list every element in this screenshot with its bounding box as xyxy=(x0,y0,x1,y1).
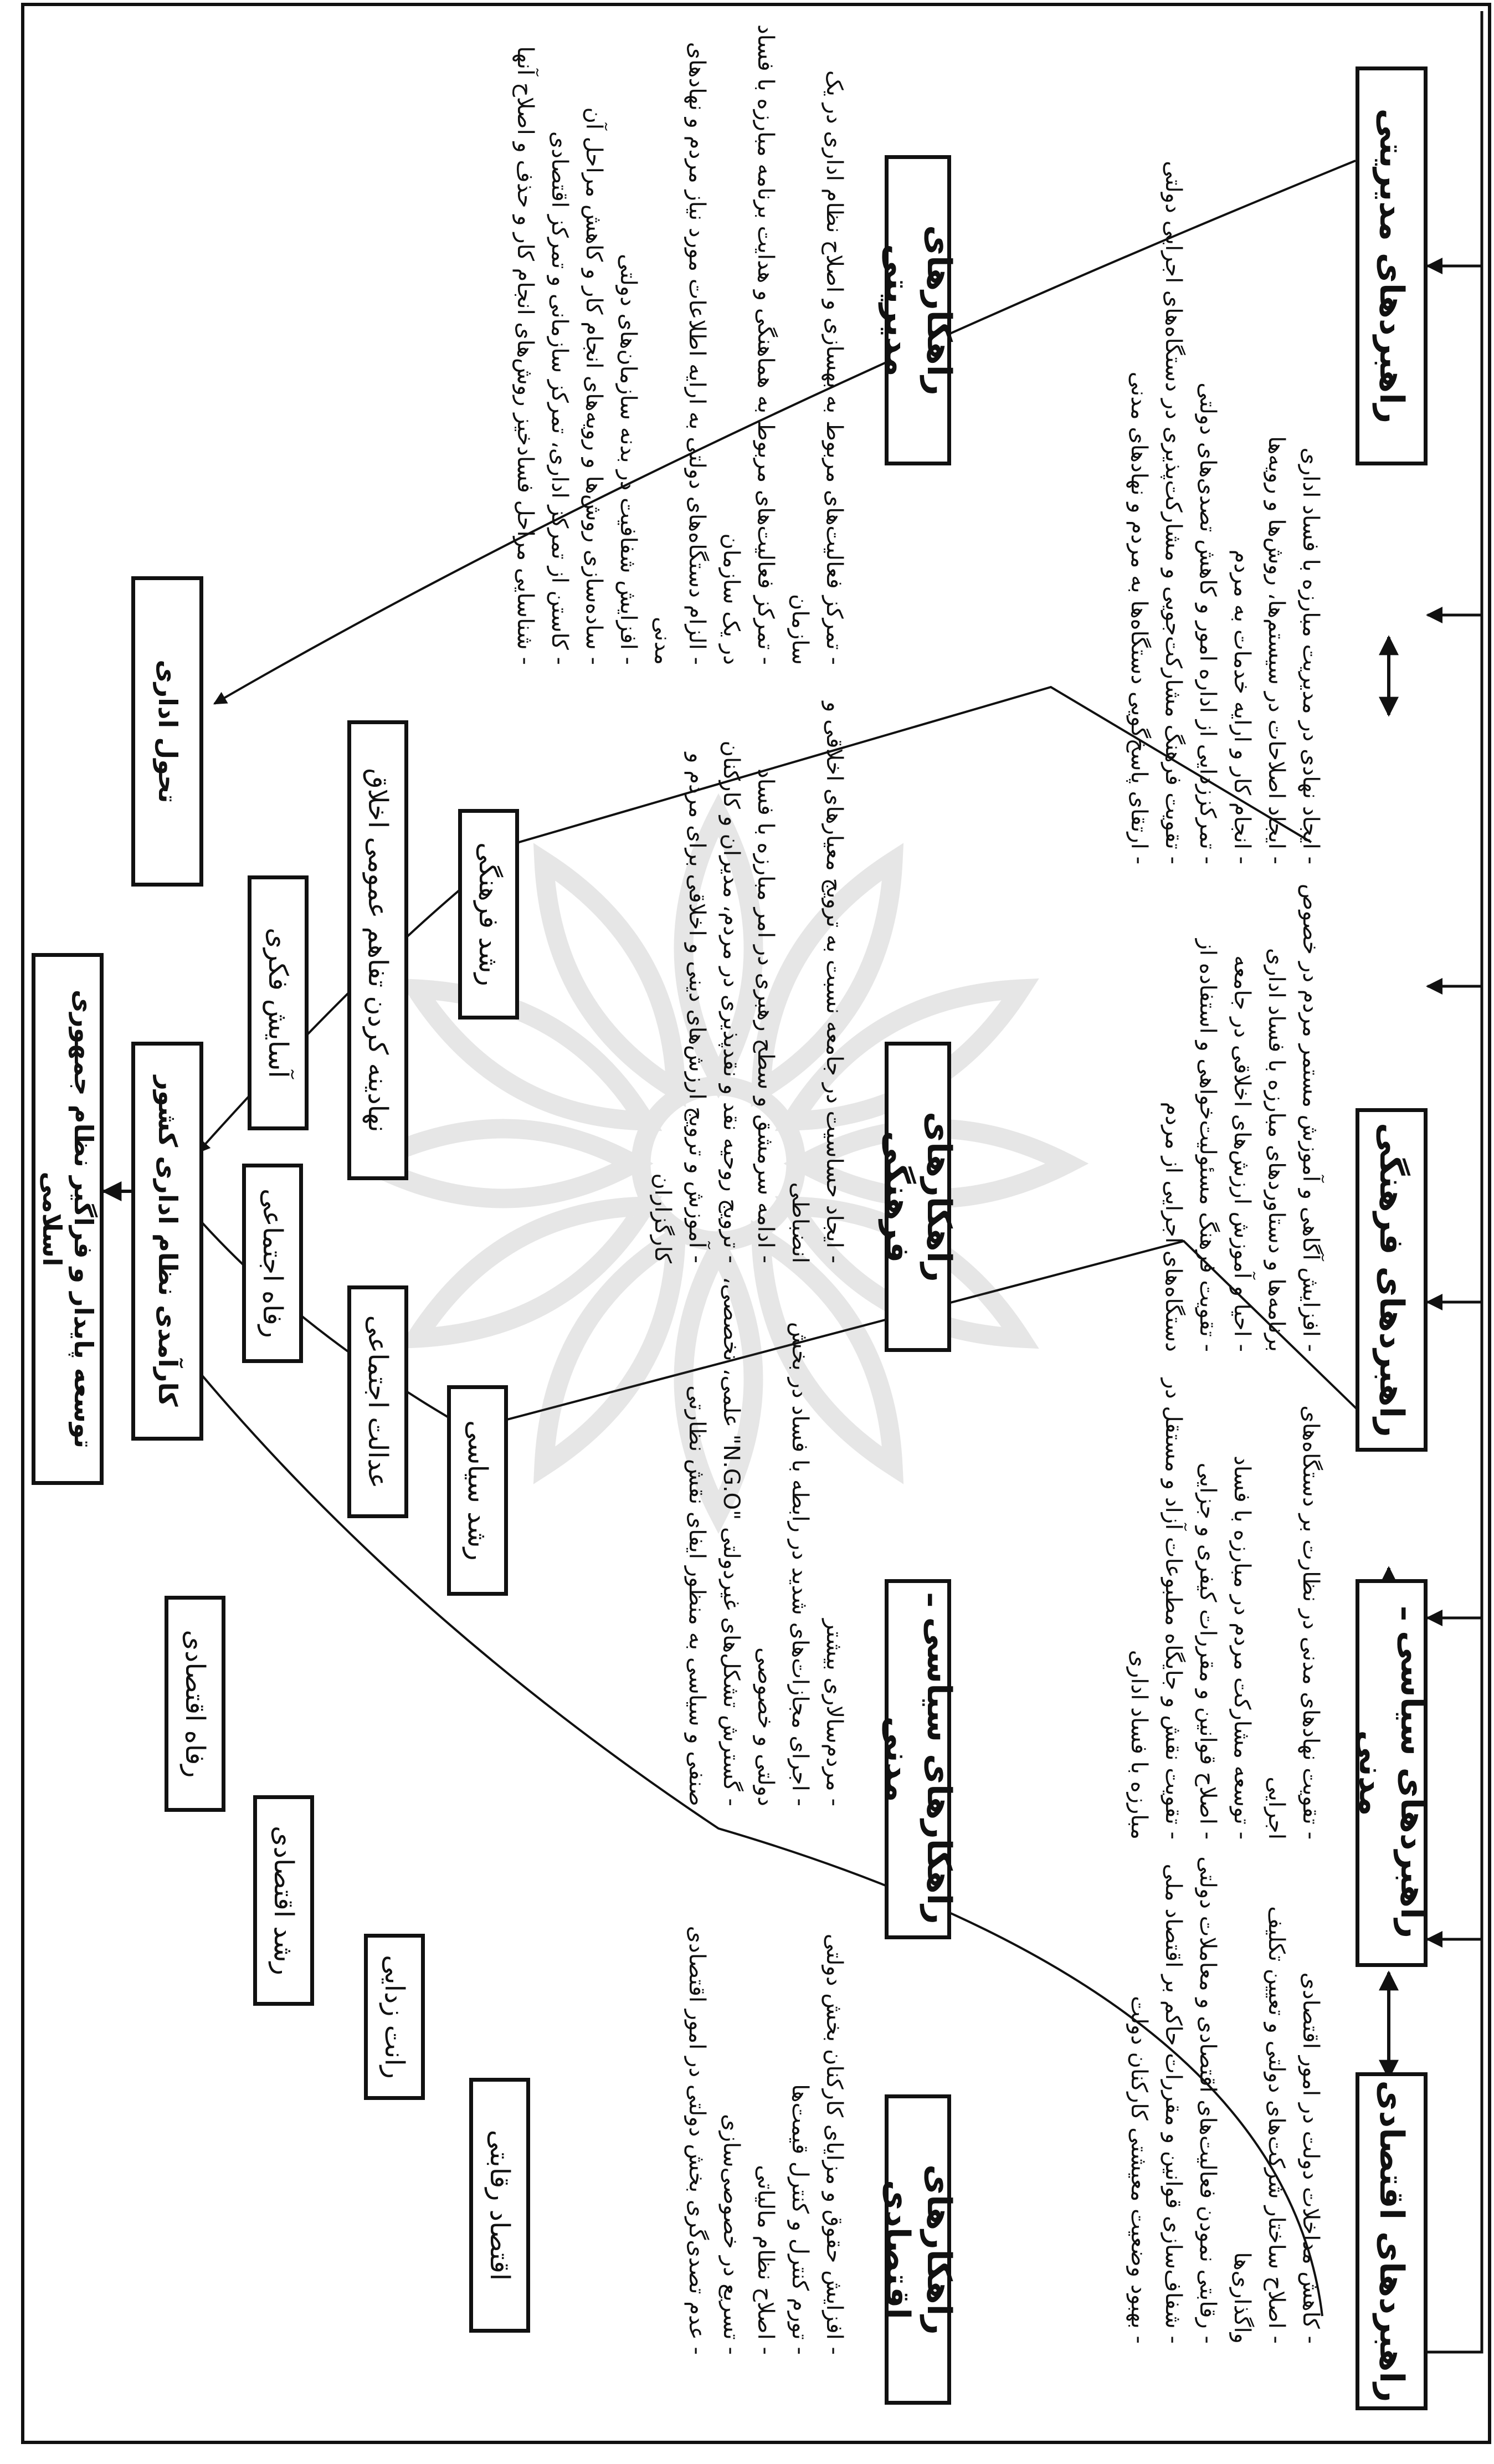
outer-frame xyxy=(21,3,1491,2444)
outcome-economic-growth: رشد اقتصادی xyxy=(253,1795,314,2006)
outcome-sustainable-development: توسعه پایدار و فراگیر نظام جمهوری اسلامی xyxy=(32,953,104,1485)
curve-econ xyxy=(163,1329,1323,2317)
solution-political: راهکارهای سیاسی ـ مدنی xyxy=(878,1579,958,1939)
outcome-rent-removal: رانت زدایی xyxy=(364,1934,425,2100)
strategy-economic: راهبردهای اقتصادی xyxy=(1356,2072,1428,2410)
solution-managerial: راهکارهای مدیریتی xyxy=(878,155,958,465)
strategy-text-political: - تقویت نهادهای مدنی در نظارت بر دستگاه‌… xyxy=(1126,1378,1323,1840)
outcome-administrative-transformation: تحول اداری xyxy=(131,576,203,887)
strategy-text-economic: - کاهش مداخلات دولت در امور اقتصادی- اصل… xyxy=(1126,1856,1323,2344)
outcome-political-growth: رشد سیاسی xyxy=(447,1385,508,1596)
outcome-competitive-economy: اقتصاد رقابتی xyxy=(469,2078,530,2333)
strategy-text-cultural: - افزایش آگاهی و آموزش مستمر مردم در خصو… xyxy=(1161,883,1323,1352)
curve-man xyxy=(213,160,1356,705)
outcome-social-welfare: رفاه اجتماعی xyxy=(242,1164,303,1363)
solution-economic: راهکارهای اقتصادی xyxy=(878,2094,958,2405)
outcome-mental-comfort: آسایش فکری xyxy=(248,875,309,1130)
solution-text-political: - مردم‌سالاری بیشتر- اجرای مجازات‌های شد… xyxy=(684,1277,847,1806)
strategy-political: راهبردهای سیاسی ـ مدنی xyxy=(1352,1579,1432,1967)
outcome-social-justice: عدالت اجتماعی xyxy=(347,1285,408,1518)
outcome-economic-welfare: رفاه اقتصادی xyxy=(165,1596,225,1812)
outcome-administrative-efficiency: کارآمدی نظام اداری کشور xyxy=(131,1042,203,1441)
top-bus xyxy=(1428,11,1483,2354)
solution-text-managerial: - تمرکز فعالیت‌های مربوط به بهسازی و اصل… xyxy=(512,24,847,665)
strategy-managerial: راهبردهای مدیریتی xyxy=(1356,66,1428,465)
outcome-cultural-growth: رشد فرهنگی xyxy=(458,809,519,1020)
solution-cultural: راهکارهای فرهنگی xyxy=(878,1042,958,1352)
strategy-text-managerial: - ایجاد نهادی در مدیریت مبارزه با فساد ا… xyxy=(1126,161,1323,864)
strategy-cultural: راهبردهای فرهنگی xyxy=(1356,1108,1428,1452)
solution-text-cultural: - ایجاد حساسیت در جامعه نسبت به ترویج مع… xyxy=(650,701,847,1263)
solution-text-economic: - افزایش حقوق و مزایای کارکنان بخش دولتی… xyxy=(684,1925,847,2355)
outcome-institutionalizing-ethics: نهادینه کردن تفاهم عمومی اخلاق xyxy=(347,720,408,1180)
